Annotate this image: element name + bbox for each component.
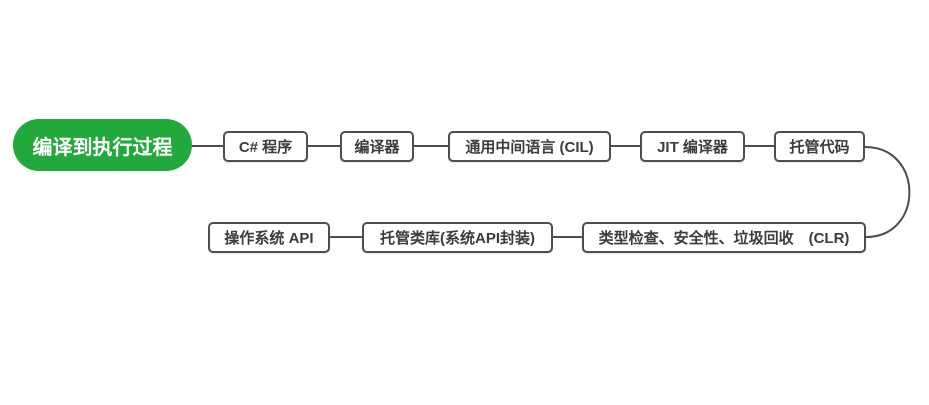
node-label: JIT 编译器 [657,139,728,156]
root-node-label: 编译到执行过程 [32,136,173,159]
node-label: 类型检查、安全性、垃圾回收 (CLR) [598,230,850,247]
node-label: 通用中间语言 (CIL) [465,139,594,156]
node-label: 托管代码 [789,139,850,156]
node-compiler[interactable]: 编译器 [340,131,414,162]
node-csharp-program[interactable]: C# 程序 [223,131,308,162]
node-label: 操作系统 API [224,230,314,247]
node-os-api[interactable]: 操作系统 API [208,222,330,253]
node-label: 托管类库(系统API封装) [380,230,535,247]
node-clr-type-check-safety-gc[interactable]: 类型检查、安全性、垃圾回收 (CLR) [582,222,866,253]
node-managed-code[interactable]: 托管代码 [774,131,865,162]
node-label: C# 程序 [238,139,293,156]
node-jit-compiler[interactable]: JIT 编译器 [640,131,745,162]
node-common-intermediate-language[interactable]: 通用中间语言 (CIL) [448,131,611,162]
root-node-compile-to-execution[interactable]: 编译到执行过程 [13,119,192,171]
node-label: 编译器 [354,139,400,156]
connector-managed-to-clr-arc [864,146,911,238]
node-managed-class-library[interactable]: 托管类库(系统API封装) [362,222,553,253]
